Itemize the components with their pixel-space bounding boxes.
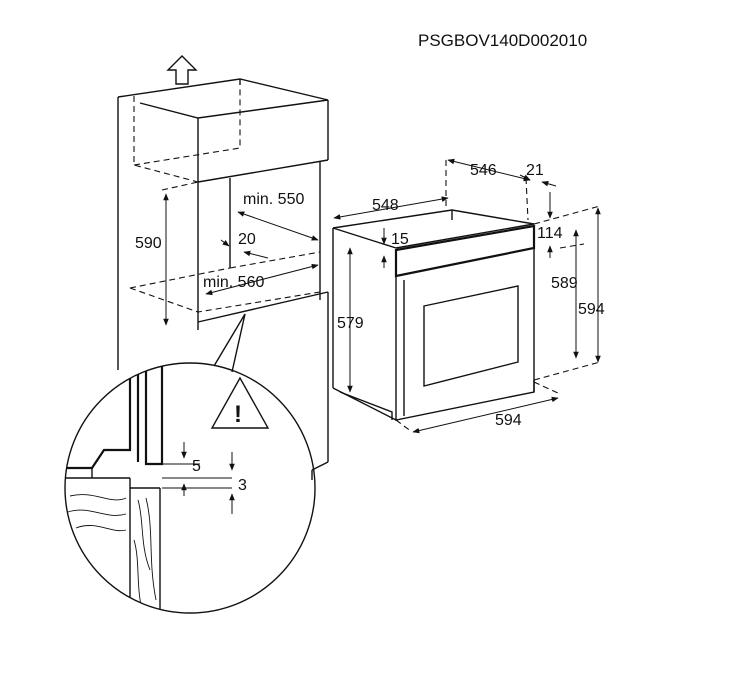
dim-height-579: 579	[337, 315, 364, 332]
dim-top-15: 15	[391, 231, 409, 248]
dim-offset-114: 114	[537, 225, 563, 242]
up-arrow-icon	[166, 55, 198, 85]
dim-min-width-550: min. 550	[243, 191, 304, 208]
dim-gap-3: 3	[238, 477, 247, 494]
dim-height-594: 594	[578, 301, 605, 318]
dim-gap-5: 5	[192, 458, 201, 475]
warning-triangle-icon: !	[210, 376, 270, 429]
dim-cabinet-height-590: 590	[135, 235, 162, 252]
dim-clearance-20: 20	[238, 231, 256, 248]
drawing-code: PSGBOV140D002010	[418, 31, 587, 50]
oven-drawing	[332, 209, 536, 421]
dim-min-depth-560: min. 560	[203, 274, 264, 291]
dim-height-589: 589	[551, 275, 578, 292]
dim-depth-546: 546	[470, 162, 497, 179]
dim-front-21: 21	[526, 162, 544, 179]
warning-symbol: !	[234, 401, 242, 428]
dim-width-594: 594	[495, 412, 522, 429]
dim-depth-548: 548	[372, 197, 399, 214]
detail-circle	[64, 313, 316, 614]
